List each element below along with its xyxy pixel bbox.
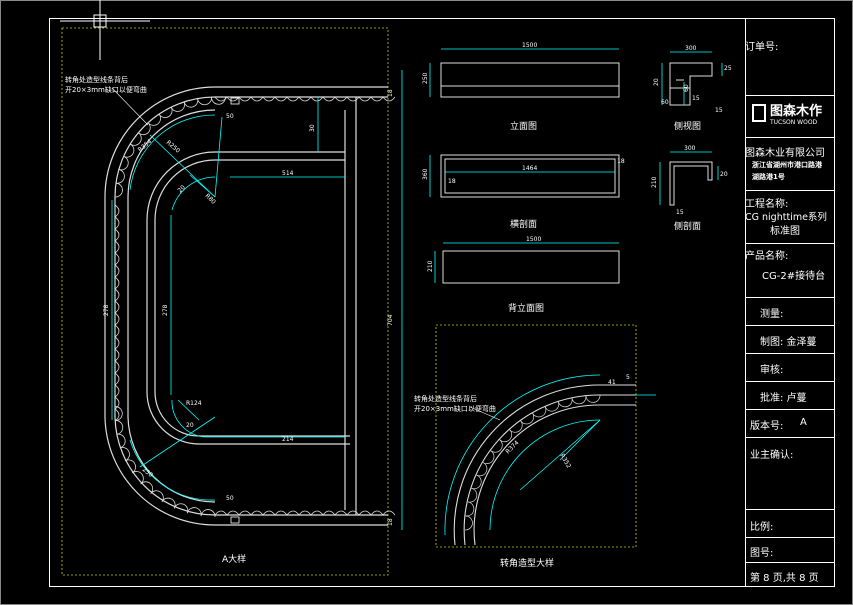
dim-plan-v1: 278 xyxy=(103,304,110,316)
dim-plan-arc2: R250 xyxy=(165,139,182,155)
dim-sect-w: 1464 xyxy=(522,165,537,172)
dim-sect-h: 360 xyxy=(422,168,429,180)
plan-marker-bot xyxy=(230,516,240,524)
elevation-dims xyxy=(429,48,619,97)
side-view-dims xyxy=(661,51,723,105)
dim-plan-side2: 20 xyxy=(186,422,194,429)
dim-back-h: 210 xyxy=(427,260,434,272)
dim-side-c: 15 xyxy=(692,95,700,102)
corner-frame xyxy=(435,324,637,548)
dim-plan-gap: 30 xyxy=(309,124,316,132)
title-block-rows xyxy=(745,95,834,563)
version-value: A xyxy=(800,417,807,428)
company-name: 图森木业有限公司 xyxy=(745,148,825,159)
plan-view-label: A大样 xyxy=(222,553,246,565)
title-block-frame xyxy=(745,18,835,587)
dim-side-w: 300 xyxy=(685,45,697,52)
dim-side-b: 25 xyxy=(724,65,732,72)
dim-plan-bot: 18 xyxy=(387,518,394,526)
corner-note-leader xyxy=(469,406,501,421)
plan-note-2: 开20×3mm缺口以便弯曲 xyxy=(65,85,147,94)
product-label: 产品名称: xyxy=(745,251,789,262)
dim-sec-a: 20 xyxy=(720,171,728,178)
dim-side-h: 20 xyxy=(653,78,660,86)
project-name-2: 标准图 xyxy=(770,226,800,237)
brand-logo-icon xyxy=(752,104,766,122)
side-section-dims xyxy=(659,151,719,205)
brand-cn: 图森木作 xyxy=(770,104,823,119)
plan-marker-top xyxy=(230,97,240,105)
dim-sect-inner: 18 xyxy=(448,178,456,185)
dim-elev-w: 1500 xyxy=(522,42,537,49)
corner-dims xyxy=(444,374,656,536)
project-label: 工程名称: xyxy=(745,199,789,210)
plan-note-leader xyxy=(111,87,149,126)
dim-plan-v2: 278 xyxy=(162,304,169,316)
plan-outline xyxy=(104,86,388,526)
survey-field: 测量: xyxy=(760,309,784,320)
corner-note-2: 开20×3mm缺口以便弯曲 xyxy=(414,404,496,413)
address-line-1: 浙江省湖州市港口路港 xyxy=(752,161,822,169)
drawing-no-field: 图号: xyxy=(750,548,774,559)
dim-plan-r1: 514 xyxy=(282,170,294,177)
dim-sec-b: 15 xyxy=(676,209,684,216)
project-name-1: CG nighttime系列 xyxy=(745,212,827,223)
dim-plan-top: 18 xyxy=(387,89,394,97)
side-view-label: 侧视图 xyxy=(674,120,701,132)
review-field: 审核: xyxy=(760,365,784,376)
back-elevation-label: 背立面图 xyxy=(508,302,544,314)
brand-logo: 图森木作 TUCSON WOOD xyxy=(752,100,840,126)
dim-back-w: 1500 xyxy=(526,236,541,243)
corner-scallop-trim xyxy=(464,394,601,531)
dim-corner-s2: 5 xyxy=(626,374,630,381)
elevation-label: 立面图 xyxy=(510,120,537,132)
dim-plan-r2: 214 xyxy=(282,436,294,443)
back-elevation-drawing xyxy=(442,250,620,284)
cross-section-label: 横剖面 xyxy=(510,218,537,230)
corner-note-1: 转角处造型线条背后 xyxy=(414,394,477,403)
order-no-label: 订单号: xyxy=(745,42,779,53)
dim-side-d: 60 xyxy=(661,99,669,106)
plan-note-1: 转角处造型线条背后 xyxy=(65,75,128,84)
dim-corner-r1: R352 xyxy=(558,453,572,470)
cross-section-drawing xyxy=(440,154,620,198)
plan-dimensions xyxy=(111,70,403,530)
scale-field: 比例: xyxy=(750,522,774,533)
page-count: 第 8 页,共 8 页 xyxy=(750,573,819,584)
side-section-label: 侧剖面 xyxy=(674,220,701,232)
cross-section-dims xyxy=(429,155,615,197)
inner-border xyxy=(49,18,835,587)
scallop-trim xyxy=(114,96,396,518)
crosshair-cursor xyxy=(60,0,150,60)
version-label: 版本号: xyxy=(750,421,784,432)
approve-field: 批准: 卢蔓 xyxy=(760,393,807,404)
side-section-drawing xyxy=(669,161,713,206)
dim-plan-side1: 20 xyxy=(176,184,186,194)
drawn-field: 制图: 金泽蔓 xyxy=(760,337,817,348)
dim-corner-s1: 41 xyxy=(608,379,616,386)
plan-frame xyxy=(61,27,389,576)
product-name: CG-2#接待台 xyxy=(762,271,826,282)
back-elevation-dims xyxy=(434,242,619,283)
dim-plan-w1: 250 xyxy=(141,466,154,479)
side-view-drawing xyxy=(669,62,713,106)
owner-confirm: 业主确认: xyxy=(750,450,794,461)
corner-view-label: 转角造型大样 xyxy=(500,557,554,569)
brand-en: TUCSON WOOD xyxy=(770,119,818,126)
dim-sect-side: 18 xyxy=(617,158,625,165)
corner-drawing xyxy=(453,384,636,546)
dim-plan-c2: 50 xyxy=(226,495,234,502)
dim-side-e: 15 xyxy=(715,107,723,114)
dim-elev-h: 250 xyxy=(422,72,429,84)
dim-sec-w: 300 xyxy=(684,145,696,152)
dim-sec-h: 210 xyxy=(651,176,658,188)
dim-side-a: 60 xyxy=(683,84,690,92)
dim-plan-total: 704 xyxy=(387,314,394,326)
address-line-2: 湖路港1号 xyxy=(752,173,785,181)
dim-plan-c1: 50 xyxy=(226,113,234,120)
elevation-drawing xyxy=(440,62,620,98)
dim-plan-arc3: R124 xyxy=(186,400,202,407)
